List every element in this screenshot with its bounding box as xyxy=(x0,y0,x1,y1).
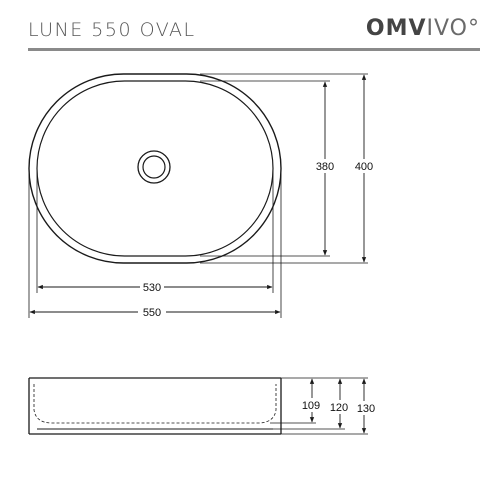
dimension-label-mid-height: 120 xyxy=(330,402,348,414)
brand-logo-light: IVO xyxy=(426,16,468,41)
header-rule xyxy=(28,48,480,51)
basin-outer-outline xyxy=(28,73,282,264)
brand-logo: OMVIVO° xyxy=(366,16,480,41)
dimension-label-inner-height: 109 xyxy=(302,400,320,412)
dimension-label-outer-depth: 400 xyxy=(355,161,373,173)
brand-logo-mark: ° xyxy=(468,16,480,41)
dimension-label-outer-width: 550 xyxy=(143,307,161,319)
dimension-label-inner-width: 530 xyxy=(143,282,161,294)
brand-logo-bold: OMV xyxy=(365,16,427,41)
dimension-label-outer-height: 130 xyxy=(357,403,375,415)
side-view xyxy=(28,377,368,435)
top-view xyxy=(28,73,368,318)
product-title: LUNE 550 OVAL xyxy=(28,19,196,41)
basin-inner-profile-hidden xyxy=(33,384,277,424)
basin-inner-outline xyxy=(36,80,274,257)
header: LUNE 550 OVAL OMVIVO° xyxy=(0,0,500,60)
drain-inner-ring xyxy=(142,155,166,179)
drain-outer-ring xyxy=(137,150,171,184)
dimension-label-inner-depth: 380 xyxy=(316,161,334,173)
